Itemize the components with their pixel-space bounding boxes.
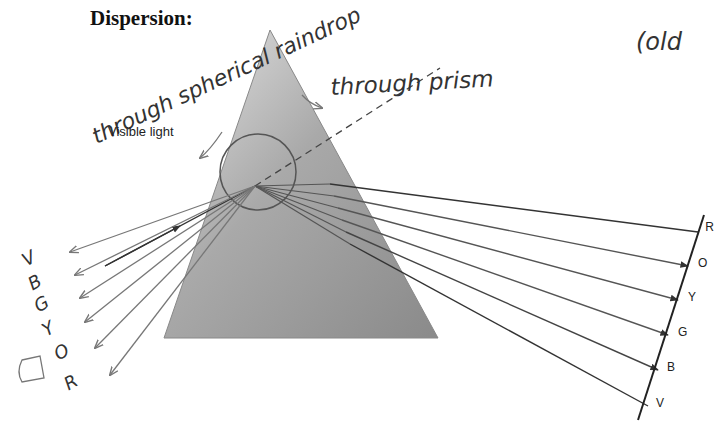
refracted-rays (255, 184, 350, 244)
color-letter: Y (688, 290, 696, 304)
color-letter: O (698, 256, 707, 270)
handwritten-letter: R (60, 370, 81, 394)
raindrop-rays (70, 186, 255, 375)
pencil-arrows (19, 95, 322, 382)
dispersed-rays (330, 184, 698, 406)
handwritten-note: (old (636, 28, 682, 56)
incident-ray (105, 186, 255, 266)
handwritten-letter: O (50, 339, 73, 364)
handwritten-note: through prism (330, 65, 494, 99)
screen (638, 215, 704, 420)
color-letter: G (678, 325, 687, 339)
handwritten-letter: B (24, 270, 45, 294)
handwritten-letter: G (30, 291, 53, 316)
color-letter: R (705, 220, 714, 234)
light-label: Visible light (108, 124, 174, 139)
color-letter: B (667, 360, 675, 374)
handwritten-letter: Y (38, 317, 58, 341)
diagram-title: Dispersion: (90, 6, 193, 31)
color-letter: V (656, 396, 664, 410)
handwritten-letter: V (18, 246, 39, 270)
